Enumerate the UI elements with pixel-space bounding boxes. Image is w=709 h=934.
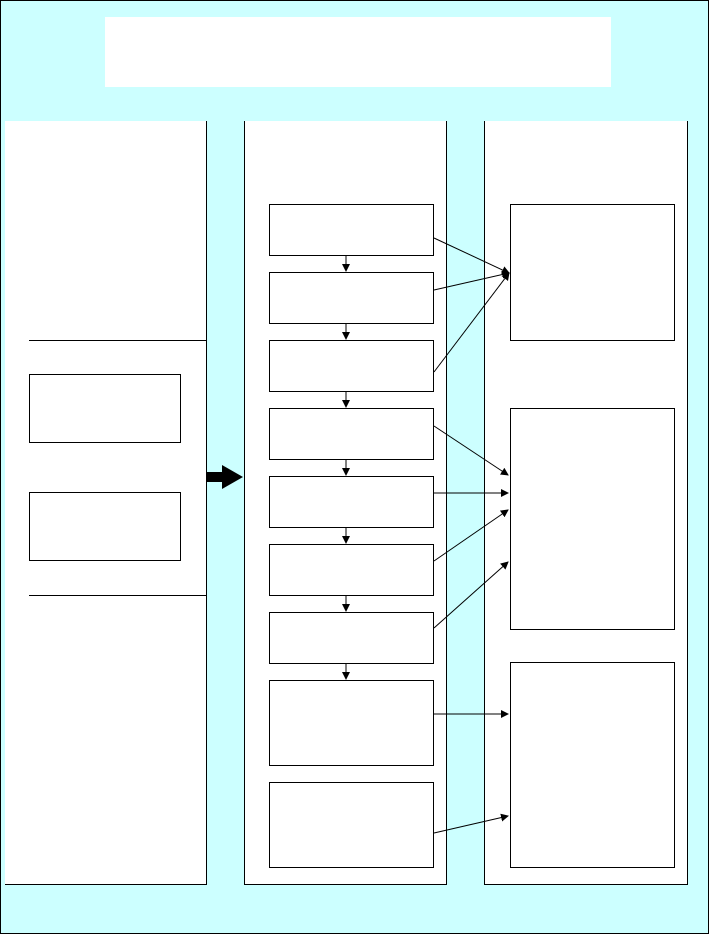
- target-box-1: [510, 204, 675, 341]
- left-sub-box-2: [29, 492, 181, 561]
- connector-arrow-icon: [433, 425, 509, 476]
- connector-arrow-icon: [433, 509, 509, 562]
- connector-arrow-icon: [433, 813, 509, 834]
- step-box-3: [269, 340, 434, 392]
- title-box: [105, 17, 611, 87]
- step-box-5: [269, 476, 434, 528]
- step-box-8: [269, 680, 434, 766]
- left-panel-divider-top: [29, 340, 207, 341]
- left-panel-divider-bottom: [29, 595, 207, 596]
- connector-arrow-icon: [433, 272, 510, 373]
- step-box-7: [269, 612, 434, 664]
- connector-arrow-icon: [433, 237, 510, 274]
- target-box-3: [510, 662, 675, 868]
- left-sub-box-1: [29, 374, 181, 443]
- connector-arrow-icon: [433, 561, 509, 629]
- step-box-2: [269, 272, 434, 324]
- step-box-1: [269, 204, 434, 256]
- step-box-9: [269, 782, 434, 868]
- connector-arrow-icon: [433, 270, 510, 291]
- right-block-arrow-icon: [206, 465, 243, 489]
- step-box-6: [269, 544, 434, 596]
- step-box-4: [269, 408, 434, 460]
- target-box-2: [510, 408, 675, 630]
